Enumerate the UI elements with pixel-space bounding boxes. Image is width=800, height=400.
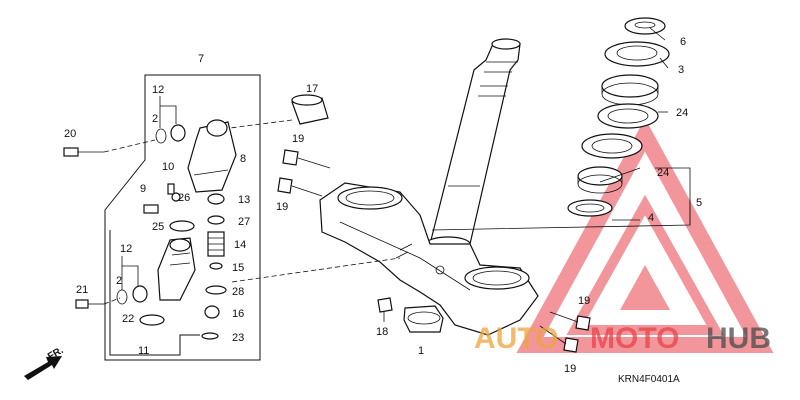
bolt-19-lower: [539, 311, 591, 353]
callout-17: 17: [306, 83, 318, 95]
direction-label: FR.: [46, 345, 66, 363]
hose-route-line: [231, 257, 401, 283]
callout-10: 10: [162, 161, 174, 173]
bearing-stack: [431, 17, 691, 231]
callout-23: 23: [232, 332, 244, 344]
callout-24-upper: 24: [676, 107, 688, 119]
callout-8: 8: [240, 153, 246, 165]
callout-24-lower: 24: [657, 167, 669, 179]
callout-13: 13: [238, 194, 250, 206]
front-direction-indicator: FR.: [24, 345, 66, 380]
callout-3: 3: [678, 64, 684, 76]
callout-1: 1: [418, 345, 424, 357]
callout-16: 16: [232, 308, 244, 320]
watermark-text: AUTO MOTO HUB: [474, 322, 771, 355]
callout-19-a: 19: [292, 133, 304, 145]
callout-labels: 1 2 2 3 4 5 6 7 8 9 10 11 12 12 13 14 15…: [64, 36, 702, 375]
assembly-group-7: [104, 74, 261, 361]
callout-27: 27: [238, 216, 250, 228]
callout-28: 28: [232, 286, 244, 298]
callout-22: 22: [122, 313, 134, 325]
callout-7: 7: [198, 53, 204, 65]
watermark-word-hub: HUB: [706, 322, 771, 355]
leader-lines: [121, 27, 669, 290]
callout-18: 18: [376, 326, 388, 338]
callout-26: 26: [178, 192, 190, 204]
callout-19-d: 19: [564, 363, 576, 375]
bolt-19-upper: [277, 149, 331, 197]
callout-14: 14: [234, 239, 246, 251]
watermark-word-auto: AUTO: [474, 322, 558, 355]
bolt-20: [63, 139, 156, 157]
callout-4: 4: [648, 212, 654, 224]
diagram-code: KRN4F0401A: [618, 374, 680, 385]
callout-12-upper: 12: [152, 84, 164, 96]
callout-19-c: 19: [578, 295, 590, 307]
callout-2-lower: 2: [116, 275, 122, 287]
watermark-word-moto: MOTO: [590, 322, 679, 355]
bolt-21: [75, 297, 121, 309]
steering-stem: [425, 38, 521, 252]
callout-15: 15: [232, 262, 244, 274]
bolt-18: [377, 297, 393, 322]
callout-2-upper: 2: [152, 113, 158, 125]
callout-12-lower: 12: [120, 243, 132, 255]
callout-5: 5: [696, 197, 702, 209]
callout-9: 9: [140, 183, 146, 195]
watermark-triangle: [516, 118, 774, 353]
direction-arrow-icon: [24, 356, 62, 380]
callout-25: 25: [152, 221, 164, 233]
cap-17: [229, 94, 329, 129]
clamp-ring-part-1: [403, 305, 444, 333]
bottom-bridge: [319, 182, 539, 336]
watermark-logo: [516, 118, 774, 353]
callout-21: 21: [76, 284, 88, 296]
callout-19-b: 19: [276, 201, 288, 213]
callout-6: 6: [680, 36, 686, 48]
callout-11: 11: [138, 345, 149, 357]
callout-20: 20: [64, 128, 76, 140]
